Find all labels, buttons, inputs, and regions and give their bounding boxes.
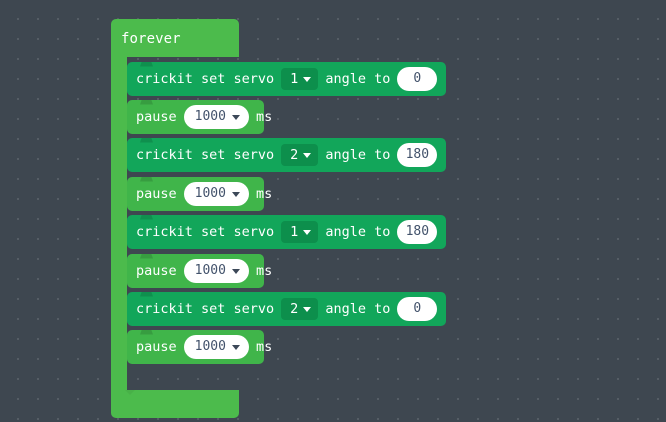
angle-to-label: angle to xyxy=(325,224,391,240)
forever-block-label: forever xyxy=(121,31,181,47)
pause-duration-select[interactable]: 1000 xyxy=(183,259,249,283)
servo-select-value: 2 xyxy=(290,147,299,163)
forever-block-footer[interactable] xyxy=(111,390,239,418)
pause-label: pause xyxy=(136,186,177,202)
chevron-down-icon xyxy=(303,229,312,235)
chevron-down-icon xyxy=(303,152,312,158)
pause-duration-value: 1000 xyxy=(194,339,226,354)
chevron-down-icon xyxy=(303,76,312,82)
angle-value-input[interactable]: 0 xyxy=(397,67,438,91)
forever-block[interactable]: forever xyxy=(111,19,239,418)
pause-duration-select[interactable]: 1000 xyxy=(183,105,249,129)
angle-value-input[interactable]: 0 xyxy=(397,297,438,321)
pause-block[interactable]: pause 1000 ms xyxy=(127,177,272,211)
pause-unit-label: ms xyxy=(255,109,273,125)
crickit-set-servo-block[interactable]: crickit set servo 1 angle to 180 xyxy=(127,215,447,249)
servo-select[interactable]: 1 xyxy=(281,221,319,243)
pause-block[interactable]: pause 1000 ms xyxy=(127,254,272,288)
chevron-down-icon xyxy=(231,344,240,350)
crickit-set-servo-label: crickit set servo xyxy=(136,301,275,317)
chevron-down-icon xyxy=(231,114,240,120)
pause-duration-value: 1000 xyxy=(194,263,226,278)
servo-select-value: 2 xyxy=(290,301,299,317)
crickit-set-servo-block[interactable]: crickit set servo 2 angle to 180 xyxy=(127,138,447,172)
chevron-down-icon xyxy=(231,268,240,274)
pause-unit-label: ms xyxy=(255,186,273,202)
chevron-down-icon xyxy=(303,306,312,312)
servo-select-value: 1 xyxy=(290,71,299,87)
pause-duration-select[interactable]: 1000 xyxy=(183,182,249,206)
crickit-set-servo-label: crickit set servo xyxy=(136,147,275,163)
servo-select-value: 1 xyxy=(290,224,299,240)
pause-label: pause xyxy=(136,339,177,355)
forever-block-spine xyxy=(111,57,127,390)
pause-duration-value: 1000 xyxy=(194,109,226,124)
crickit-set-servo-label: crickit set servo xyxy=(136,71,275,87)
angle-value-input[interactable]: 180 xyxy=(397,220,438,244)
angle-value-input[interactable]: 180 xyxy=(397,143,438,167)
pause-block[interactable]: pause 1000 ms xyxy=(127,330,272,364)
pause-label: pause xyxy=(136,263,177,279)
pause-duration-select[interactable]: 1000 xyxy=(183,335,249,359)
pause-duration-value: 1000 xyxy=(194,186,226,201)
crickit-set-servo-label: crickit set servo xyxy=(136,224,275,240)
crickit-set-servo-block[interactable]: crickit set servo 1 angle to 0 xyxy=(127,62,447,96)
forever-block-header[interactable]: forever xyxy=(111,19,239,57)
pause-block[interactable]: pause 1000 ms xyxy=(127,100,272,134)
pause-unit-label: ms xyxy=(255,263,273,279)
chevron-down-icon xyxy=(231,191,240,197)
angle-to-label: angle to xyxy=(325,71,391,87)
crickit-set-servo-block[interactable]: crickit set servo 2 angle to 0 xyxy=(127,292,447,326)
angle-to-label: angle to xyxy=(325,301,391,317)
servo-select[interactable]: 2 xyxy=(281,144,319,166)
servo-select[interactable]: 1 xyxy=(281,68,319,90)
servo-select[interactable]: 2 xyxy=(281,298,319,320)
angle-to-label: angle to xyxy=(325,147,391,163)
pause-unit-label: ms xyxy=(255,339,273,355)
pause-label: pause xyxy=(136,109,177,125)
